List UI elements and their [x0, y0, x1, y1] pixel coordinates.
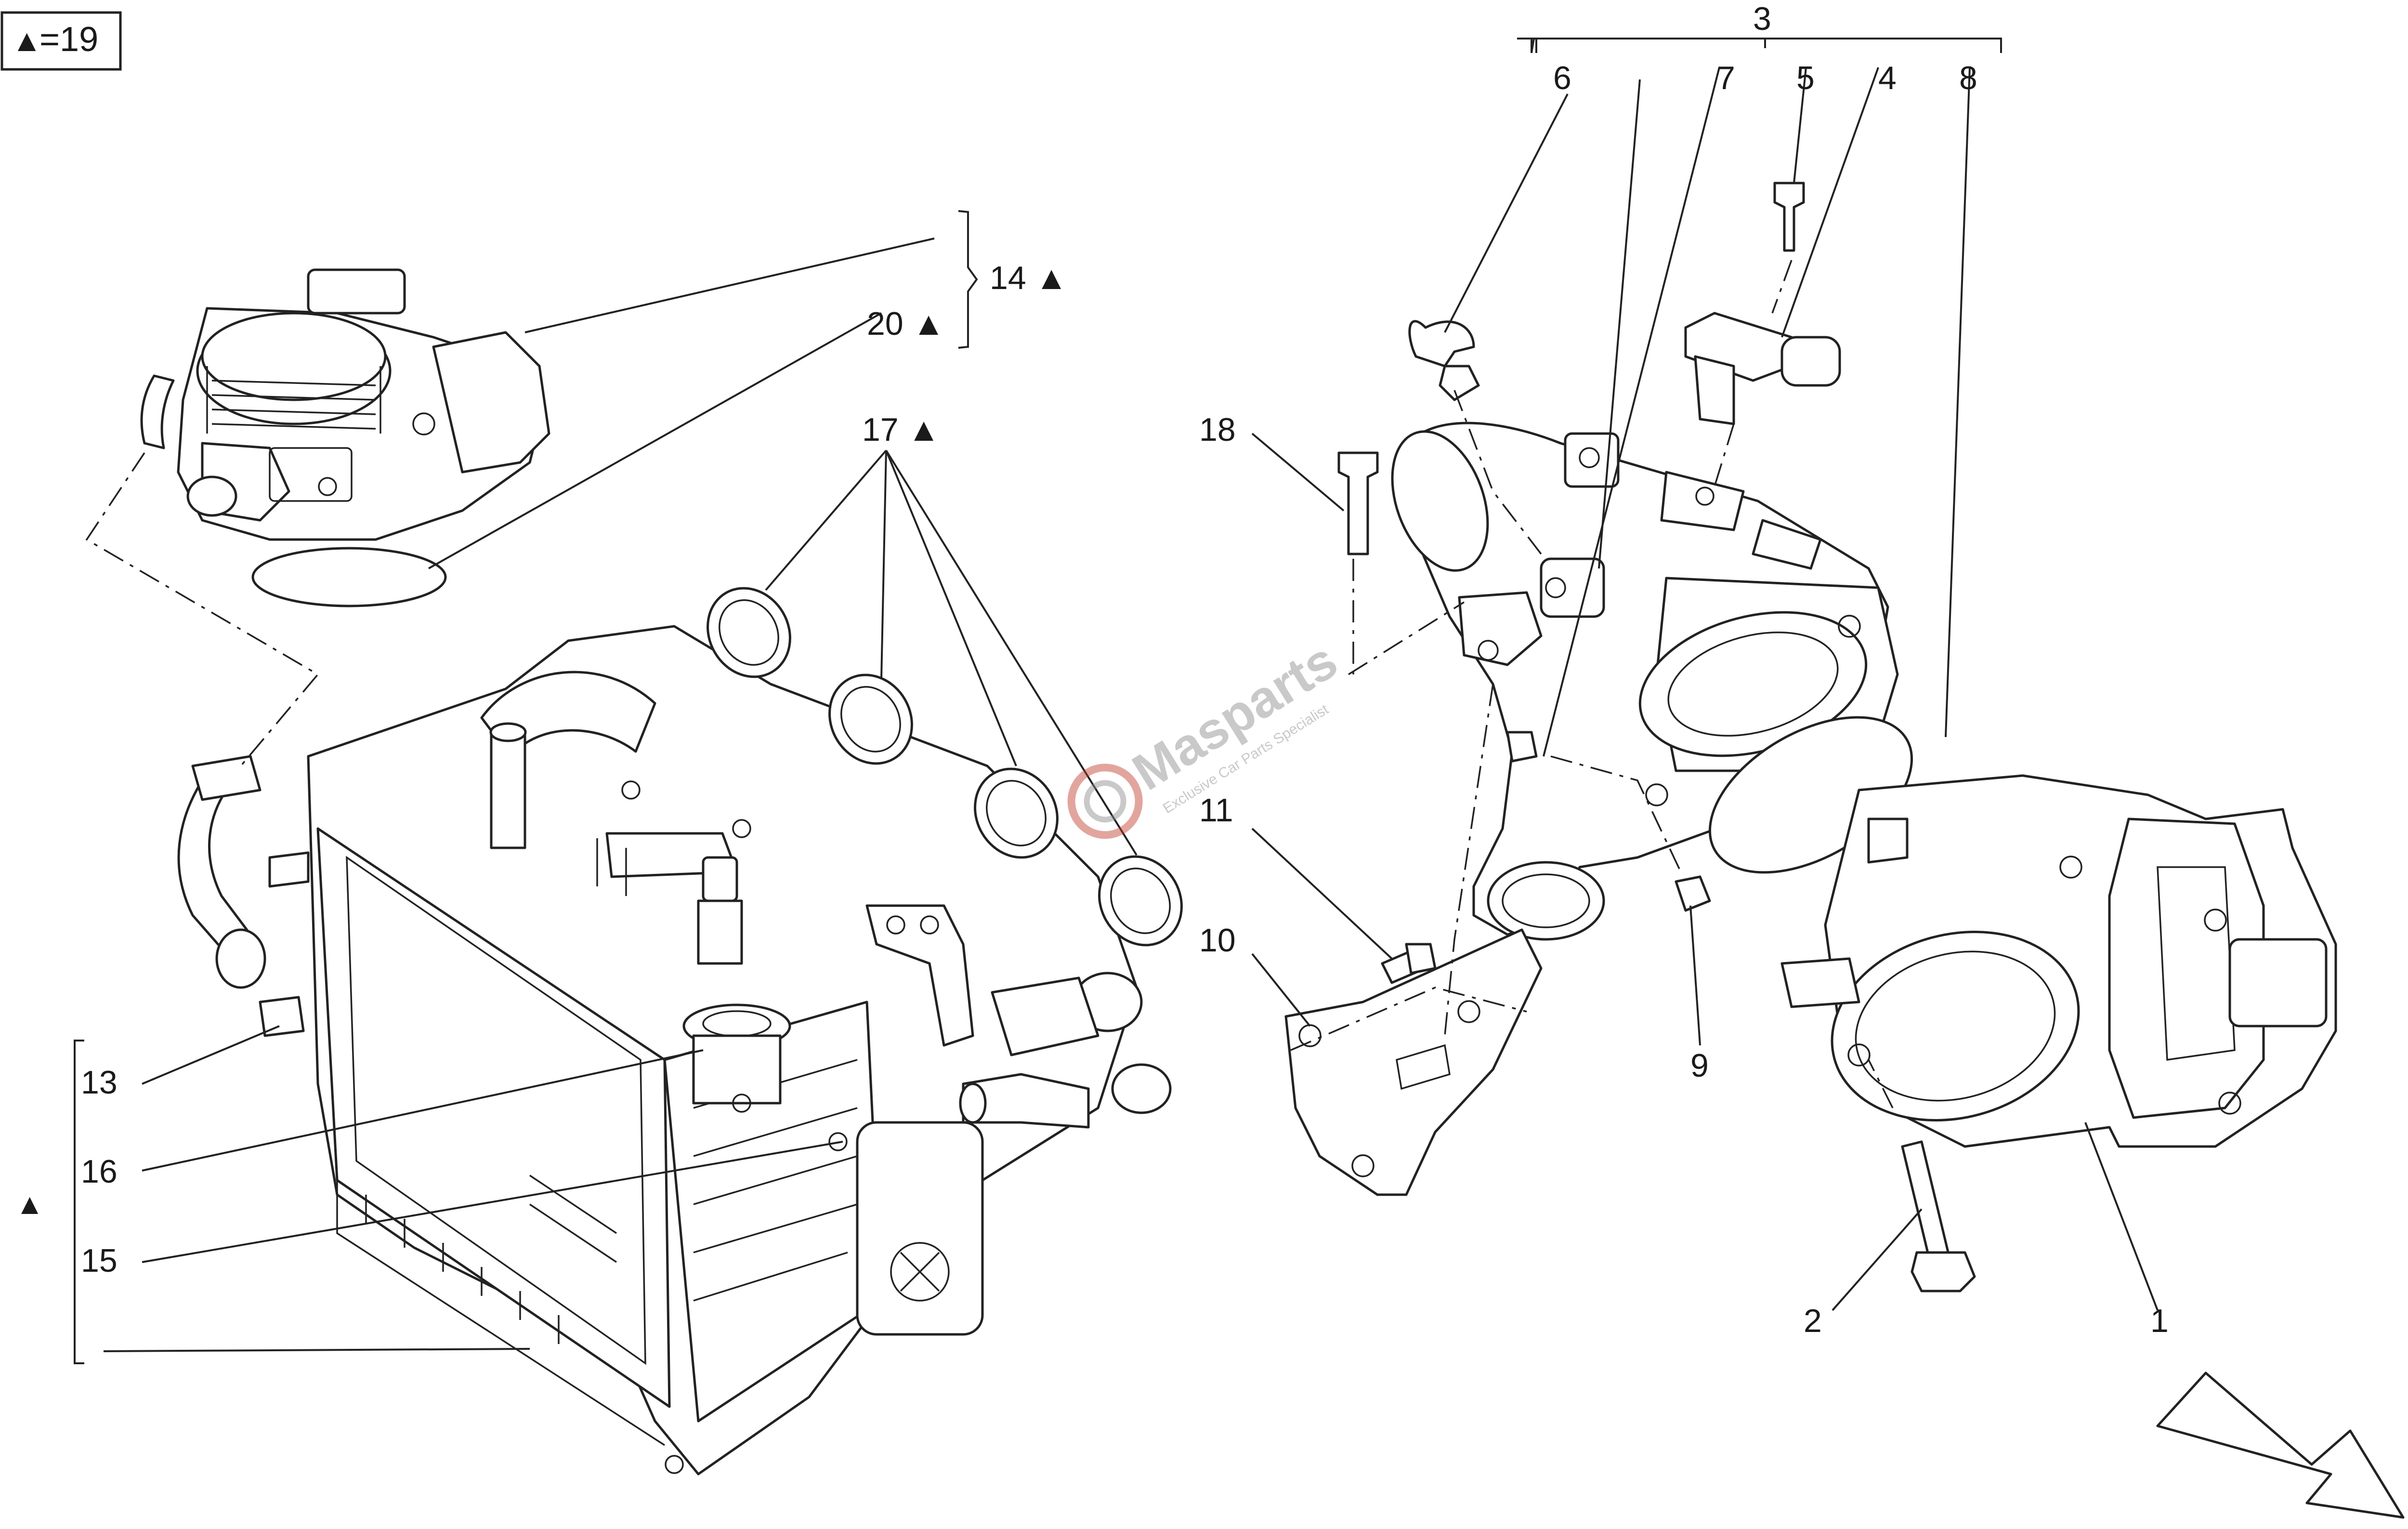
label-4: 4	[1878, 60, 1897, 96]
part-gasket-20	[251, 547, 447, 607]
part-bolt-18	[1337, 451, 1379, 555]
label-7: 7	[1717, 60, 1735, 96]
label-6: 6	[1553, 60, 1571, 96]
leader-lines	[74, 38, 2159, 1364]
part-bolt-5	[1773, 182, 1805, 252]
label-16: 16	[81, 1153, 118, 1190]
label-18: 18	[1199, 411, 1236, 448]
label-15: 15	[81, 1242, 118, 1279]
label-triangle: ▲	[15, 1188, 44, 1220]
legend-symbol: ▲	[12, 23, 42, 58]
part-screw-7	[1506, 731, 1538, 763]
part-bolt-2	[1901, 1140, 1976, 1292]
label-8: 8	[1959, 60, 1977, 96]
label-11: 11	[1199, 792, 1233, 829]
label-20: 20 ▲	[867, 305, 945, 342]
part-seal-rings-17	[707, 587, 1183, 947]
label-9: 9	[1690, 1047, 1709, 1084]
part-bracket-10	[1284, 928, 1543, 1196]
direction-arrow-icon	[2156, 1371, 2405, 1519]
part-clip-6	[1408, 320, 1480, 401]
label-1: 1	[2150, 1303, 2169, 1339]
label-17: 17 ▲	[862, 411, 940, 448]
part-intake-manifold	[177, 625, 1172, 1476]
label-2: 2	[1804, 1303, 1822, 1339]
label-3: 3	[1753, 0, 1771, 37]
part-throttle-body-1	[1780, 774, 2337, 1148]
part-labels: 3 6 7 5 4 8 18 11 10 9 2 1 14 ▲ 20 ▲ 17 …	[15, 0, 2169, 1339]
part-throttle-module	[140, 268, 550, 541]
assembly-guides	[85, 260, 1894, 1108]
legend-text: =19	[39, 20, 98, 59]
legend-box: ▲ =19	[0, 11, 122, 71]
label-14: 14 ▲	[990, 260, 1068, 296]
part-bolt-11	[1381, 943, 1437, 984]
label-5: 5	[1796, 60, 1815, 96]
part-sensor-4	[1684, 312, 1841, 425]
part-nut-9	[1675, 875, 1711, 912]
label-10: 10	[1199, 922, 1236, 959]
label-13: 13	[81, 1064, 118, 1101]
